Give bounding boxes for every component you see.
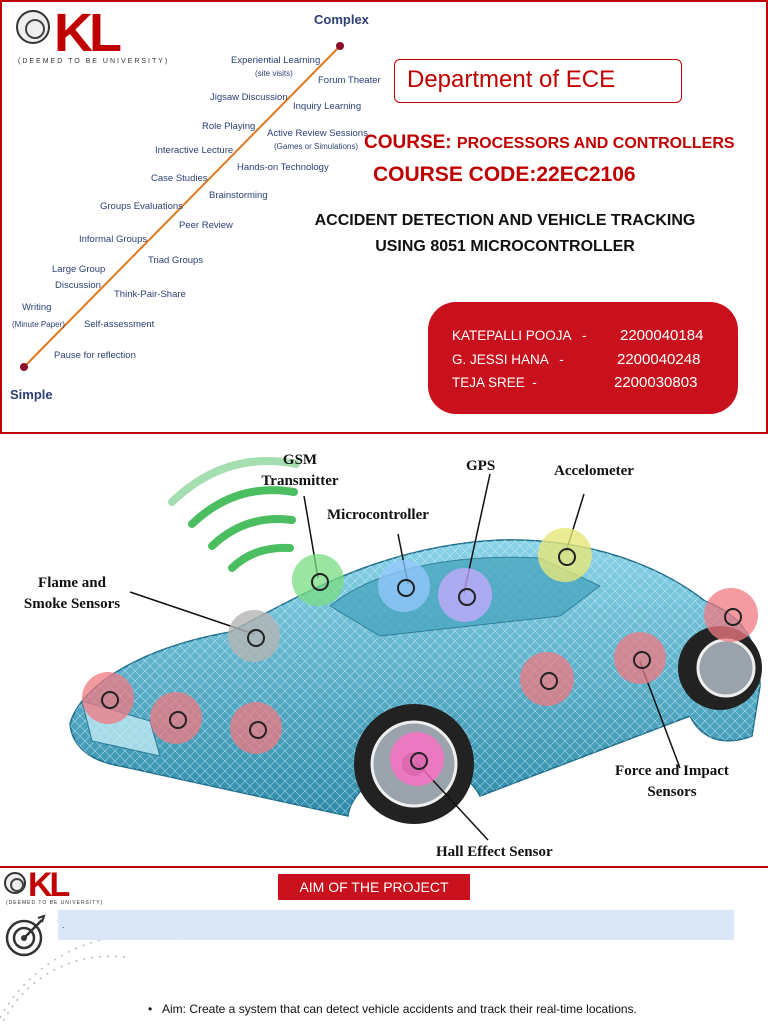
ladder-item: Jigsaw Discussion — [210, 92, 288, 103]
gsm-transmitter-label: GSM Transmitter — [240, 450, 360, 492]
university-seal-icon — [16, 10, 50, 44]
ladder-item: Discussion — [55, 280, 101, 291]
ladder-item: Self-assessment — [84, 319, 155, 330]
ladder-item: Large Group — [52, 264, 106, 275]
flame-sensor-marker — [228, 610, 280, 662]
student-id: 2200040248 — [617, 351, 701, 368]
aim-title: AIM OF THE PROJECT — [278, 874, 470, 900]
impact-sensor-marker — [230, 702, 282, 754]
ladder-end-dot-bottom — [20, 363, 28, 371]
title-slide: KL (DEEMED TO BE UNIVERSITY) Complex Sim… — [0, 0, 768, 434]
team-members-box: KATEPALLI POOJA - 2200040184 G. JESSI HA… — [428, 302, 738, 414]
vehicle-sensors-slide: GSM Transmitter GPS Accelometer Microcon… — [0, 436, 768, 864]
aim-bullet: Aim: Create a system that can detect veh… — [148, 1002, 637, 1016]
teaching-methods-ladder-line — [20, 42, 344, 371]
ladder-item: Peer Review — [179, 220, 233, 231]
ladder-item: Role Playing — [202, 121, 256, 132]
course-label: COURSE: — [364, 132, 452, 153]
gsm-label-line1: GSM — [282, 452, 318, 468]
ladder-item: Groups Evaluations — [100, 201, 183, 212]
student-name: G. JESSI HANA - — [452, 352, 564, 367]
gsm-label-line2: Transmitter — [261, 473, 339, 489]
ladder-item: Informal Groups — [79, 234, 148, 245]
ladder-item: Hands-on Technology — [237, 162, 329, 173]
flame-label-line1: Flame and — [38, 575, 106, 591]
ladder-item: Pause for reflection — [54, 350, 136, 361]
impact-sensor-marker — [82, 672, 134, 724]
ladder-end-dot-top — [336, 42, 344, 50]
course-line: COURSE: PROCESSORS AND CONTROLLERS — [364, 132, 735, 154]
course-name: PROCESSORS AND CONTROLLERS — [456, 135, 735, 152]
ladder-item: Inquiry Learning — [293, 101, 362, 112]
project-title-line-2: USING 8051 MICROCONTROLLER — [375, 238, 635, 255]
decorative-dots — [0, 938, 181, 1024]
student-id: 2200030803 — [614, 374, 698, 391]
logo-wordmark: KL — [28, 866, 70, 904]
force-label-line2: Sensors — [647, 784, 697, 800]
bar-marker: . — [62, 920, 65, 930]
rear-wheel — [678, 626, 762, 710]
force-label-line1: Force and Impact — [615, 763, 729, 779]
student-name: TEJA SREE - — [452, 375, 537, 390]
ladder-bottom-label: Simple — [10, 387, 53, 402]
ladder-item: Think-Pair-Share — [114, 289, 186, 300]
student-name: KATEPALLI POOJA - — [452, 328, 587, 343]
force-impact-sensors-label: Force and Impact Sensors — [592, 761, 752, 803]
target-icon — [5, 914, 46, 957]
gps-label: GPS — [466, 458, 496, 474]
impact-sensor-marker — [704, 588, 758, 642]
department-title: Department of ECE — [394, 59, 682, 103]
kl-university-logo: KL (DEEMED TO BE UNIVERSITY) — [4, 866, 102, 912]
flame-smoke-sensors-label: Flame and Smoke Sensors — [4, 573, 140, 615]
kl-university-logo: KL (DEEMED TO BE UNIVERSITY) — [16, 3, 167, 74]
aim-highlight-bar — [58, 910, 734, 940]
ladder-item: Brainstorming — [209, 190, 268, 201]
ladder-item: Forum Theater — [318, 75, 381, 86]
microcontroller-sensor-marker — [378, 560, 430, 612]
gps-sensor-marker — [438, 568, 492, 622]
ladder-item: Experiential Learning — [231, 55, 321, 66]
project-title-line-1: ACCIDENT DETECTION AND VEHICLE TRACKING — [314, 212, 696, 229]
ladder-top-label: Complex — [314, 12, 369, 27]
impact-sensor-marker — [520, 652, 574, 706]
ladder-item: (site visits) — [255, 69, 293, 78]
wireless-signal-icon — [168, 457, 300, 572]
logo-tagline: (DEEMED TO BE UNIVERSITY) — [18, 58, 170, 65]
logo-wordmark: KL — [54, 3, 122, 63]
ladder-item: Triad Groups — [148, 255, 204, 266]
microcontroller-label: Microcontroller — [327, 507, 429, 523]
ladder-item: Writing — [22, 302, 52, 313]
gsm-sensor-marker — [292, 554, 344, 606]
impact-sensor-marker — [150, 692, 202, 744]
hall-sensor-marker — [390, 732, 444, 786]
logo-tagline: (DEEMED TO BE UNIVERSITY) — [6, 900, 104, 906]
hall-effect-sensor-label: Hall Effect Sensor — [436, 844, 553, 860]
impact-sensor-marker — [614, 632, 666, 684]
aim-slide: KL (DEEMED TO BE UNIVERSITY) AIM OF THE … — [0, 866, 768, 1024]
course-code: COURSE CODE:22EC2106 — [373, 163, 636, 186]
accelometer-sensor-marker — [538, 528, 592, 582]
ladder-item: Interactive Lecture — [155, 145, 234, 156]
university-seal-icon — [4, 872, 26, 894]
ladder-item: (Games or Simulations) — [274, 142, 359, 151]
ladder-item: Case Studies — [151, 173, 208, 184]
accelometer-label: Accelometer — [554, 463, 634, 479]
student-id: 2200040184 — [620, 327, 704, 344]
flame-label-line2: Smoke Sensors — [23, 596, 121, 612]
ladder-item: (Minute Paper) — [12, 320, 65, 329]
ladder-item: Active Review Sessions — [267, 128, 368, 139]
